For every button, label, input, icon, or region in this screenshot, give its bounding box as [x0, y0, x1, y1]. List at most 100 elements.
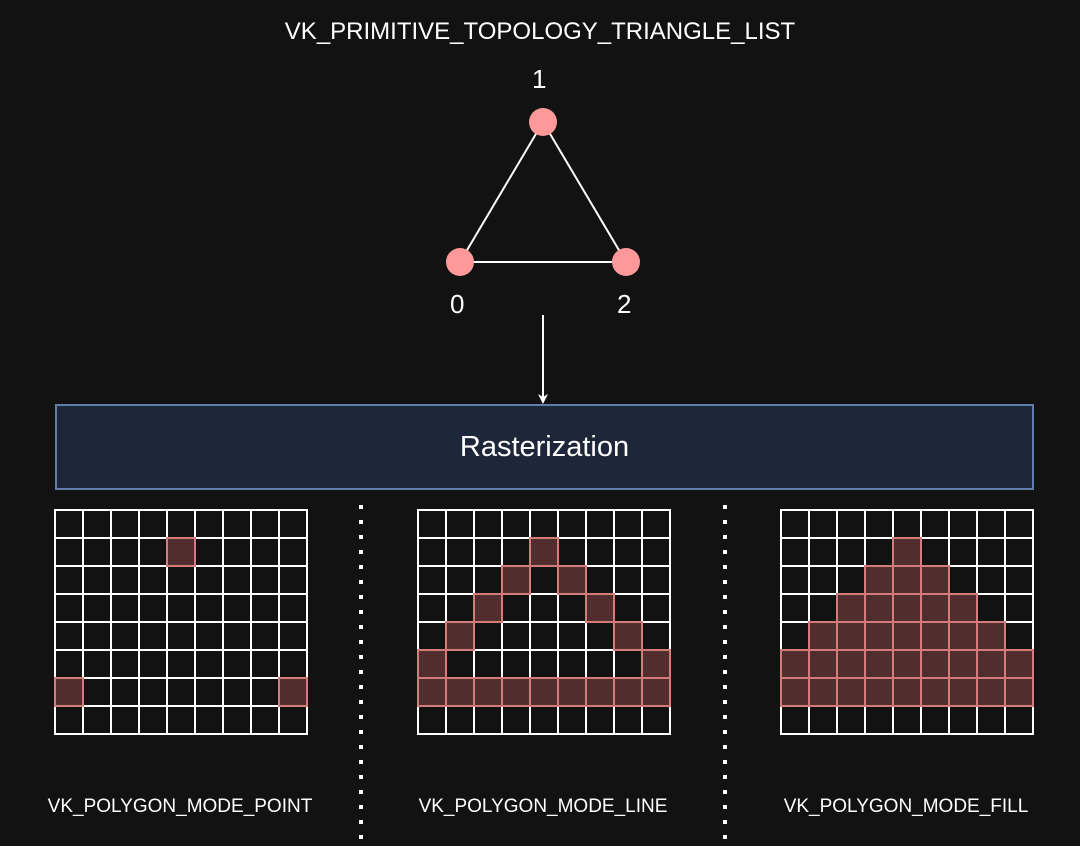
- rasterized-fragment: [836, 593, 866, 623]
- grid-cell: [948, 537, 978, 567]
- grid-cell: [529, 593, 559, 623]
- grid-cell: [585, 705, 615, 735]
- grid-cell: [138, 593, 168, 623]
- rasterized-fragment: [948, 621, 978, 651]
- grid-cell: [1004, 509, 1034, 539]
- grid-cell: [54, 509, 84, 539]
- grid-cell: [473, 509, 503, 539]
- grid-cell: [976, 509, 1006, 539]
- grid-cell: [166, 705, 196, 735]
- grid-cell: [194, 705, 224, 735]
- grid-cell: [1004, 565, 1034, 595]
- grid-cell: [557, 621, 587, 651]
- grid-cell: [948, 565, 978, 595]
- grid-cell: [808, 537, 838, 567]
- grid-cell: [501, 593, 531, 623]
- grid-cell: [473, 649, 503, 679]
- grid-cell: [501, 537, 531, 567]
- grid-cell: [445, 593, 475, 623]
- rasterized-fragment: [557, 677, 587, 707]
- grid-cell: [138, 509, 168, 539]
- rasterized-fragment: [892, 537, 922, 567]
- grid-cell: [557, 649, 587, 679]
- rasterized-fragment: [641, 677, 671, 707]
- rasterized-fragment: [808, 649, 838, 679]
- grid-cell: [585, 565, 615, 595]
- rasterized-fragment: [892, 621, 922, 651]
- rasterized-fragment: [557, 565, 587, 595]
- grid-cell: [920, 509, 950, 539]
- grid-cell: [641, 621, 671, 651]
- grid-cell: [613, 565, 643, 595]
- grid-cell: [976, 705, 1006, 735]
- rasterized-fragment: [920, 593, 950, 623]
- rasterized-fragment: [864, 677, 894, 707]
- grid-cell: [278, 649, 308, 679]
- grid-cell: [54, 537, 84, 567]
- grid-cell: [1004, 593, 1034, 623]
- grid-cell: [54, 621, 84, 651]
- grid-cell: [780, 537, 810, 567]
- grid-cell: [278, 593, 308, 623]
- rasterized-fragment: [1004, 677, 1034, 707]
- grid-cell: [808, 593, 838, 623]
- grid-cell: [585, 509, 615, 539]
- grid-cell: [641, 593, 671, 623]
- grid-cell: [529, 649, 559, 679]
- grid-cell: [194, 537, 224, 567]
- grid-cell: [250, 621, 280, 651]
- rasterized-fragment: [585, 593, 615, 623]
- grid-cell: [836, 705, 866, 735]
- grid-cell: [780, 565, 810, 595]
- rasterized-fragment: [892, 593, 922, 623]
- grid-cell: [110, 677, 140, 707]
- grid-cell: [892, 705, 922, 735]
- vertex-0: [446, 248, 474, 276]
- grid-cell: [585, 537, 615, 567]
- grid-cell: [250, 509, 280, 539]
- grid-cell: [138, 565, 168, 595]
- rasterized-fragment: [501, 677, 531, 707]
- grid-cell: [110, 705, 140, 735]
- grid-cell: [82, 705, 112, 735]
- grid-cell: [138, 677, 168, 707]
- grid-cell: [529, 565, 559, 595]
- rasterized-fragment: [836, 649, 866, 679]
- rasterized-fragment: [976, 677, 1006, 707]
- grid-cell: [585, 621, 615, 651]
- grid-cell: [473, 705, 503, 735]
- grid-cell: [836, 537, 866, 567]
- grid-cell: [278, 509, 308, 539]
- grid-cell: [529, 705, 559, 735]
- grid-cell: [780, 509, 810, 539]
- grid-cell: [613, 649, 643, 679]
- grid-cell: [613, 509, 643, 539]
- rasterized-fragment: [920, 621, 950, 651]
- rasterized-fragment: [864, 621, 894, 651]
- rasterized-fragment: [808, 677, 838, 707]
- mode-label-fill: VK_POLYGON_MODE_FILL: [783, 796, 1029, 817]
- vertex-label-1: 1: [532, 64, 547, 94]
- grid-cell: [948, 509, 978, 539]
- grid-cell: [948, 705, 978, 735]
- grid-cell: [417, 537, 447, 567]
- grid-cell: [222, 509, 252, 539]
- grid-cell: [54, 649, 84, 679]
- grid-cell: [166, 649, 196, 679]
- grid-cell: [138, 537, 168, 567]
- grid-cell: [473, 621, 503, 651]
- grid-cell: [501, 649, 531, 679]
- raster-grid-1: [54, 509, 308, 735]
- raster-grid-3: [780, 509, 1034, 735]
- rasterized-fragment: [920, 649, 950, 679]
- grid-cell: [836, 509, 866, 539]
- grid-cell: [250, 537, 280, 567]
- grid-cell: [445, 565, 475, 595]
- grid-cell: [54, 565, 84, 595]
- grid-cell: [222, 621, 252, 651]
- rasterized-fragment: [166, 537, 196, 567]
- grid-cell: [473, 537, 503, 567]
- rasterized-fragment: [529, 677, 559, 707]
- rasterized-fragment: [864, 565, 894, 595]
- rasterized-fragment: [836, 677, 866, 707]
